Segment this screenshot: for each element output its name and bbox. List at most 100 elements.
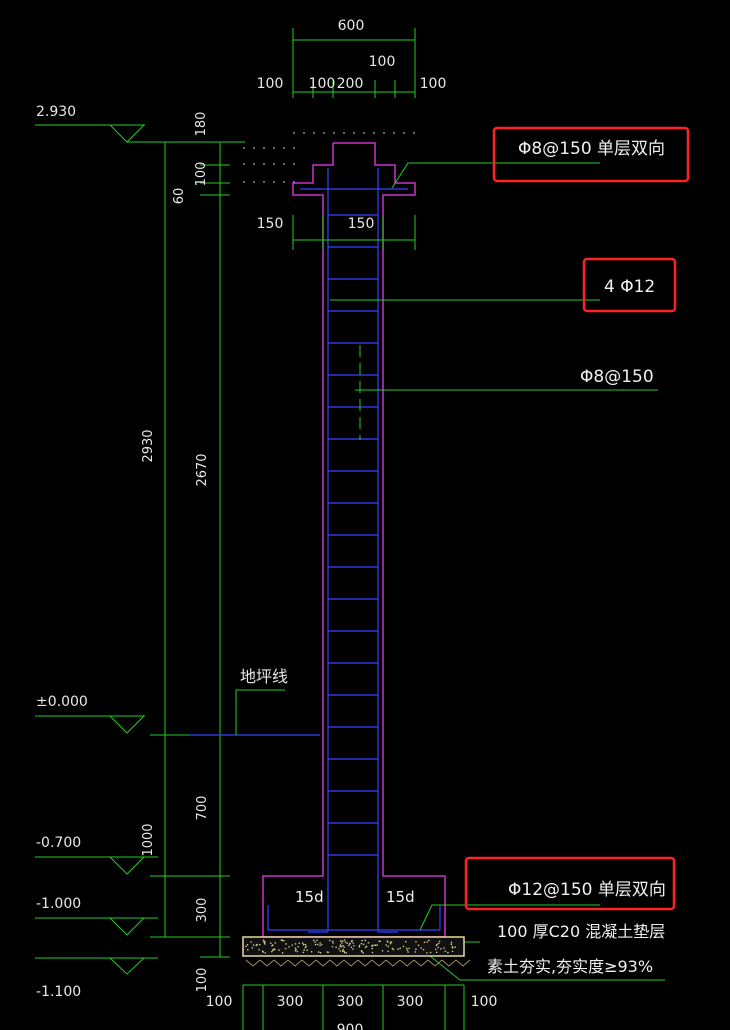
cushion-dot bbox=[284, 947, 287, 950]
elevation-2930: 2.930 bbox=[36, 104, 76, 120]
cushion-dot bbox=[343, 946, 345, 948]
cushion-dot bbox=[314, 941, 316, 943]
cushion-dot bbox=[247, 949, 249, 951]
soil-hatch-mark bbox=[343, 959, 359, 967]
cushion-dot bbox=[341, 950, 344, 953]
soil-hatch-mark bbox=[245, 959, 261, 967]
cushion-dot bbox=[367, 942, 370, 944]
cushion-dot bbox=[386, 941, 389, 943]
cushion-dot bbox=[294, 949, 297, 952]
cushion-dot bbox=[340, 940, 342, 942]
dim-top-c: 200 bbox=[337, 76, 364, 92]
cushion-dot bbox=[305, 945, 307, 948]
cushion-dot bbox=[362, 952, 364, 954]
cushion-dot bbox=[301, 942, 304, 944]
soil-hatch-mark bbox=[455, 959, 471, 967]
elevation-markers bbox=[35, 124, 175, 975]
bottom-dim-4: 300 bbox=[397, 994, 424, 1010]
soil-hatch-mark bbox=[329, 959, 345, 967]
cushion-dot bbox=[352, 942, 354, 944]
cushion-dot bbox=[320, 943, 323, 946]
cushion-dot bbox=[407, 951, 409, 953]
dim-100-bottom: 100 bbox=[195, 968, 210, 993]
cushion-dot bbox=[450, 941, 453, 944]
cushion-dot bbox=[426, 941, 429, 943]
cushion-dot bbox=[371, 945, 374, 947]
cushion-dot bbox=[251, 947, 254, 949]
cushion-dot bbox=[358, 944, 361, 947]
cushion-dot bbox=[258, 943, 261, 946]
cushion-dot bbox=[302, 951, 305, 954]
cushion-dot bbox=[316, 943, 319, 946]
stirrups-label: Φ8@150 bbox=[580, 367, 654, 387]
cushion-dot bbox=[415, 948, 417, 951]
cushion-dot bbox=[387, 945, 390, 948]
cushion-dot bbox=[429, 951, 432, 954]
cap-dim-right: 150 bbox=[348, 216, 375, 232]
cushion-dot bbox=[451, 945, 454, 948]
cushion-dot bbox=[397, 948, 399, 950]
cushion-dot bbox=[261, 950, 264, 953]
cushion-dot bbox=[349, 943, 351, 945]
bottom-dim-5: 100 bbox=[471, 994, 498, 1010]
cushion-dot bbox=[391, 947, 394, 950]
dim-60: 60 bbox=[172, 188, 187, 205]
cushion-dot bbox=[451, 947, 454, 949]
dim-top-e: 100 bbox=[420, 76, 447, 92]
cushion-dot bbox=[338, 947, 340, 950]
cushion-dot bbox=[423, 941, 426, 944]
cushion-dot bbox=[252, 944, 255, 946]
cushion-dot bbox=[428, 939, 430, 942]
cushion-dot bbox=[422, 948, 425, 951]
cushion-dot bbox=[271, 950, 273, 953]
highlight-boxes bbox=[464, 126, 690, 911]
dim-top-d: 100 bbox=[369, 54, 396, 70]
cushion-dot bbox=[281, 952, 284, 954]
cushion-dot bbox=[447, 951, 449, 954]
top-dimensions bbox=[292, 28, 416, 98]
cushion-dot bbox=[436, 943, 438, 946]
soil-hatch-mark bbox=[273, 959, 289, 967]
cushion-dot bbox=[426, 952, 428, 954]
cushion-dot bbox=[264, 952, 267, 954]
dim-2670: 2670 bbox=[195, 453, 210, 486]
cushion-dot bbox=[271, 944, 274, 946]
concrete-outline bbox=[262, 142, 446, 938]
cushion-dot bbox=[343, 951, 346, 954]
cushion-dot bbox=[264, 943, 266, 945]
dim-700: 700 bbox=[195, 796, 210, 821]
rebar-cage bbox=[267, 168, 441, 933]
cushion-dot bbox=[314, 943, 317, 946]
cushion-dot bbox=[339, 945, 342, 948]
cushion-dot bbox=[339, 944, 342, 946]
cushion-dot bbox=[343, 939, 346, 941]
cushion-dot bbox=[451, 950, 454, 953]
dim-2930: 2930 bbox=[141, 429, 156, 462]
cushion-dot bbox=[310, 950, 313, 953]
elevation-1100: -1.100 bbox=[36, 984, 81, 1000]
cushion-dot bbox=[331, 940, 334, 943]
dim-top-a: 100 bbox=[257, 76, 284, 92]
cushion-dot bbox=[344, 941, 347, 943]
cushion-dot bbox=[304, 943, 307, 946]
cushion-dot bbox=[341, 942, 343, 944]
cushion-dot bbox=[283, 939, 285, 942]
cushion-dot bbox=[360, 942, 363, 945]
cushion-dot bbox=[270, 942, 272, 944]
cushion-dot bbox=[297, 945, 299, 948]
cushion-dot bbox=[326, 951, 329, 953]
cushion-dot bbox=[353, 944, 355, 947]
bottom-dimensions bbox=[242, 984, 465, 1030]
dim-top-total: 600 bbox=[338, 18, 365, 34]
cushion-dot bbox=[450, 943, 453, 946]
elevation-0000: ±0.000 bbox=[36, 694, 88, 710]
cushion-dot bbox=[294, 947, 297, 949]
cushion-dot bbox=[342, 944, 344, 947]
cushion-dot bbox=[306, 949, 308, 951]
cushion-dot bbox=[329, 939, 331, 942]
cushion-dot bbox=[316, 939, 318, 942]
cushion-dot bbox=[258, 948, 260, 951]
cushion-dot bbox=[342, 940, 344, 942]
cushion-dot bbox=[361, 950, 363, 953]
cushion-dot bbox=[319, 951, 322, 954]
